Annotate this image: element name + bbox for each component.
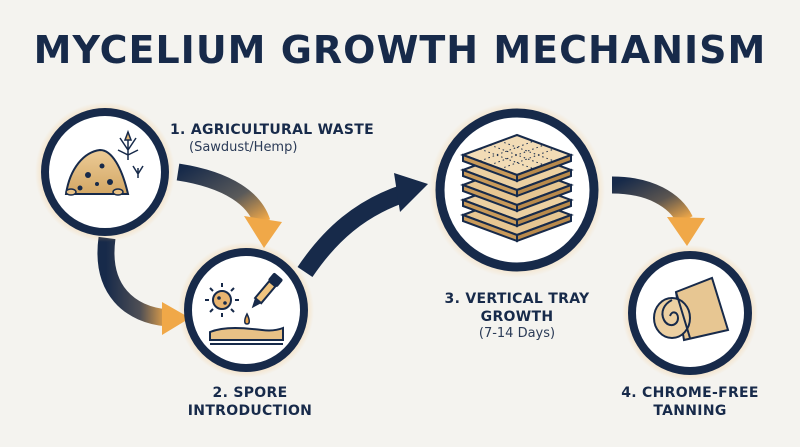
step4-label-line2: TANNING [653,403,727,419]
step1-circle [35,102,175,242]
step3-label-line2: GROWTH [480,309,554,325]
stacked-trays-icon [460,133,574,243]
step3-label: 3. VERTICAL TRAY GROWTH [427,290,607,326]
arrow-waste-down-to-spore [97,236,190,335]
arrow-trays-to-tanning [611,176,705,246]
step2-label-line2: INTRODUCTION [187,403,313,419]
spore-dropper-icon [205,273,284,345]
step4-label: 4. CHROME-FREE TANNING [605,384,775,420]
step4-circle [622,245,758,381]
arrow-waste-to-spore [176,163,282,248]
sawdust-hemp-pile-icon [64,129,144,196]
step3-circle [429,102,605,278]
step1-label: 1. AGRICULTURAL WASTE [170,122,374,138]
step1-sub: (Sawdust/Hemp) [189,140,298,155]
step4-label-line1: 4. CHROME-FREE [621,385,759,401]
step3-label-line1: 3. VERTICAL TRAY [444,291,590,307]
page-title: MYCELIUM GROWTH MECHANISM [33,28,767,72]
step2-label-line1: 2. SPORE [212,385,288,401]
step3-sub: (7-14 Days) [478,326,556,341]
step2-label: 2. SPORE INTRODUCTION [160,384,340,420]
step2-circle [178,242,314,378]
rolled-leather-icon [653,276,730,342]
arrow-spore-to-trays [297,173,428,278]
